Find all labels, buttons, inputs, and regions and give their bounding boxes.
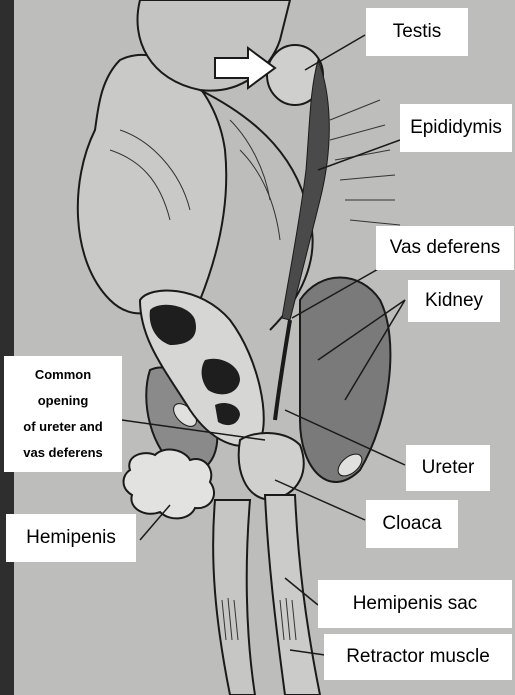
label-common-opening-line2: opening: [38, 388, 89, 414]
label-kidney: Kidney: [408, 280, 500, 322]
label-hemipenis: Hemipenis: [6, 514, 136, 562]
label-epididymis: Epididymis: [400, 104, 512, 152]
label-ureter: Ureter: [406, 445, 490, 491]
junction-shape: [239, 433, 304, 500]
label-testis: Testis: [366, 8, 468, 56]
label-common-opening-line1: Common: [35, 362, 91, 388]
label-common-opening-line4: vas deferens: [23, 440, 103, 466]
label-cloaca: Cloaca: [366, 500, 458, 548]
page-edge-shadow: [0, 0, 14, 695]
label-common-opening-line3: of ureter and: [23, 414, 102, 440]
label-vas-deferens: Vas deferens: [376, 226, 514, 270]
hemipenis-shape: [124, 450, 215, 519]
label-hemipenis-sac: Hemipenis sac: [318, 580, 512, 628]
label-common-opening: Common opening of ureter and vas deferen…: [4, 356, 122, 472]
label-retractor-muscle: Retractor muscle: [324, 634, 512, 680]
